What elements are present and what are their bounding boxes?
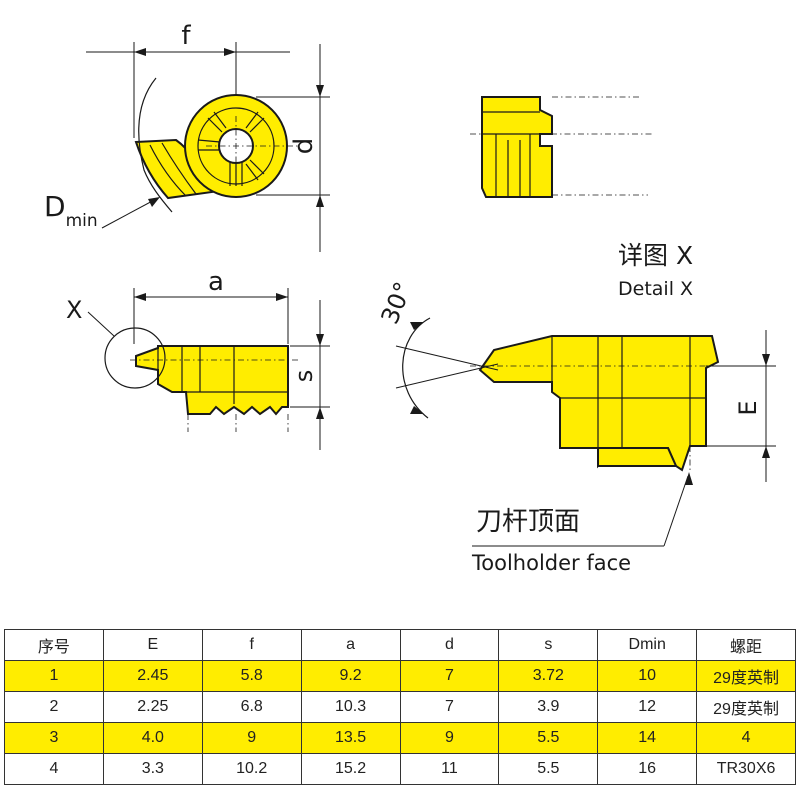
header-dmin: Dmin [597, 629, 698, 661]
table-header-row: 序号 E f a d s Dmin 螺距 [4, 629, 796, 661]
table-cell: 7 [399, 691, 500, 723]
table-cell: 5.8 [201, 660, 302, 692]
table-cell: 7 [399, 660, 500, 692]
table-cell: 4 [4, 753, 104, 785]
table-cell: 9.2 [300, 660, 401, 692]
table-cell: 29度英制 [696, 691, 796, 723]
technical-drawing: f d Dmin [44, 21, 776, 575]
detail-title-en: Detail X [618, 278, 693, 300]
label-x: X [66, 296, 82, 324]
table-cell: 1 [4, 660, 104, 692]
toolholder-face-callout: 刀杆顶面 Toolholder face [471, 472, 693, 575]
table-cell: 14 [597, 722, 698, 754]
table-cell: 13.5 [300, 722, 401, 754]
table-row: 1 2.45 5.8 9.2 7 3.72 10 29度英制 [4, 660, 796, 692]
table-cell: 29度英制 [696, 660, 796, 692]
table-cell: 2.25 [102, 691, 203, 723]
label-f: f [181, 21, 191, 51]
detail-title-cn: 详图 X [618, 241, 693, 270]
table-cell: 10.3 [300, 691, 401, 723]
table-cell: 10.2 [201, 753, 302, 785]
header-a: a [300, 629, 401, 661]
insert-top-view [134, 77, 300, 213]
label-30deg: 30° [376, 278, 418, 328]
table-cell: 3.3 [102, 753, 203, 785]
header-pitch: 螺距 [696, 629, 796, 661]
header-s: s [498, 629, 599, 661]
spec-table: 序号 E f a d s Dmin 螺距 1 2.45 5.8 9.2 7 3.… [4, 629, 796, 785]
detail-x-view: 30° 详图 X Detail X [376, 241, 728, 472]
table-cell: 4.0 [102, 722, 203, 754]
header-index: 序号 [4, 629, 104, 661]
label-dmin: Dmin [44, 190, 98, 231]
table-cell: 12 [597, 691, 698, 723]
table-cell: TR30X6 [696, 753, 796, 785]
header-d: d [399, 629, 500, 661]
table-cell: 2 [4, 691, 104, 723]
table-cell: 16 [597, 753, 698, 785]
table-cell: 4 [696, 722, 796, 754]
table-row: 4 3.3 10.2 15.2 11 5.5 16 TR30X6 [4, 753, 796, 785]
dimension-a: a [133, 267, 289, 344]
label-s: s [290, 370, 318, 383]
table-cell: 11 [399, 753, 500, 785]
toolholder-face-cn: 刀杆顶面 [476, 507, 580, 537]
dimension-d: d [256, 44, 330, 252]
label-e: E [734, 400, 762, 415]
table-cell: 10 [597, 660, 698, 692]
header-f: f [201, 629, 302, 661]
label-a: a [208, 267, 224, 297]
table-cell: 3.72 [498, 660, 599, 692]
table-cell: 6.8 [201, 691, 302, 723]
table-cell: 9 [201, 722, 302, 754]
dimension-dmin: Dmin [44, 190, 160, 231]
label-d: d [289, 138, 319, 155]
table-cell: 9 [399, 722, 500, 754]
table-row: 2 2.25 6.8 10.3 7 3.9 12 29度英制 [4, 691, 796, 723]
table-cell: 3 [4, 722, 104, 754]
table-cell: 5.5 [498, 753, 599, 785]
table-cell: 15.2 [300, 753, 401, 785]
toolholder-face-en: Toolholder face [471, 551, 631, 575]
dimension-f: f [86, 21, 290, 138]
dimension-s: s [290, 300, 330, 450]
insert-side-view [470, 96, 652, 198]
table-cell: 2.45 [102, 660, 203, 692]
dimension-e: E [706, 330, 776, 482]
table-cell: 5.5 [498, 722, 599, 754]
insert-front-view: X [66, 296, 300, 432]
header-e: E [102, 629, 203, 661]
table-row: 3 4.0 9 13.5 9 5.5 14 4 [4, 722, 796, 754]
table-cell: 3.9 [498, 691, 599, 723]
